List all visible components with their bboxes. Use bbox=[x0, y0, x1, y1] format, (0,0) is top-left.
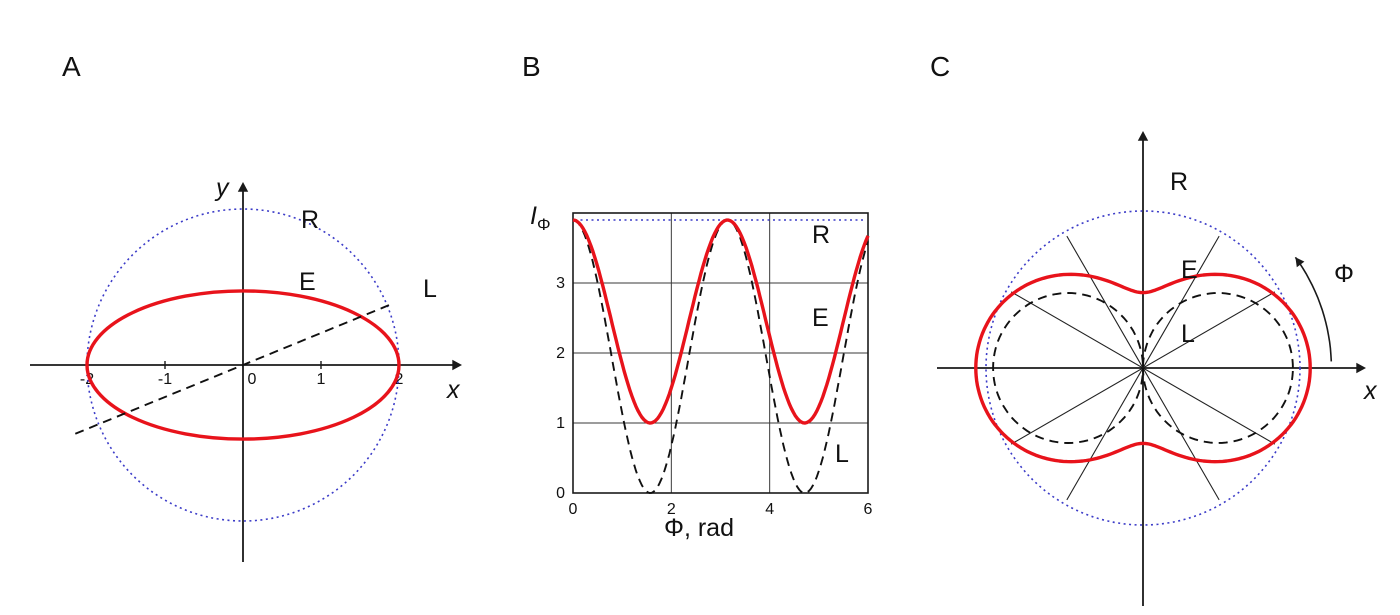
panel-a-y-axis-arrowhead bbox=[237, 182, 249, 192]
panel-b-x-tick-label: 6 bbox=[864, 501, 873, 518]
panel-b-ylabel: IΦ bbox=[530, 202, 551, 234]
panel-c-lobes-L bbox=[992, 292, 1294, 444]
panel-c-x-axis-arrowhead bbox=[1356, 362, 1366, 374]
panel-a-xlabel: x bbox=[446, 376, 461, 404]
panel-b-x-tick-label: 0 bbox=[569, 501, 578, 518]
panel-c-xlabel: x bbox=[1363, 377, 1378, 405]
panel-c-e-label: E bbox=[1181, 256, 1198, 284]
panel-b-y-tick-label: 2 bbox=[556, 345, 565, 362]
panel-b-frame bbox=[572, 212, 869, 494]
panel-c-phi-arc bbox=[1294, 256, 1333, 362]
panel-b-xlabel: Φ, rad bbox=[664, 514, 734, 542]
panel-a-tick-label: -1 bbox=[158, 371, 172, 388]
panel-b-ylabel-main: I bbox=[530, 202, 537, 230]
panel-c-peanut-E bbox=[974, 272, 1312, 464]
panel-c-phi-arrowhead bbox=[1295, 257, 1305, 268]
panel-c-r-label: R bbox=[1170, 168, 1188, 196]
panel-b-x-tick-label: 2 bbox=[667, 501, 676, 518]
panel-c-y-axis-arrowhead bbox=[1137, 131, 1149, 141]
panel-a-l-label: L bbox=[423, 275, 437, 303]
panel-b-x-tick-label: 4 bbox=[765, 501, 774, 518]
panel-a-tick-label: 0 bbox=[248, 371, 257, 388]
panel-b-y-tick-label: 0 bbox=[556, 485, 565, 502]
panel-a-tick-label: 1 bbox=[317, 371, 326, 388]
panel-b-y-tick-label: 1 bbox=[556, 415, 565, 432]
panel-a-label: A bbox=[62, 51, 81, 82]
panel-a-e-label: E bbox=[299, 268, 316, 296]
panel-a-r-label: R bbox=[301, 206, 319, 234]
panel-b-e-label: E bbox=[812, 304, 829, 332]
panel-c-circle-R bbox=[985, 210, 1301, 526]
panel-c-plot bbox=[937, 131, 1366, 606]
panel-b-l-label: L bbox=[835, 440, 849, 468]
panel-b-ylabel-sub: Φ bbox=[537, 215, 551, 234]
panel-a-x-axis-arrowhead bbox=[452, 359, 462, 371]
panel-c-l-label: L bbox=[1181, 320, 1195, 348]
panel-c-phi-label: Φ bbox=[1334, 260, 1354, 288]
panel-b-curve-L bbox=[572, 219, 869, 494]
panel-b-label: B bbox=[522, 51, 541, 82]
panel-b-plot: 0 2 4 6 0 1 2 3 bbox=[556, 212, 873, 518]
panel-a-tick-label: 2 bbox=[395, 371, 404, 388]
panel-c: C R E L x Φ bbox=[930, 51, 1378, 606]
panel-a-line-L bbox=[74, 303, 392, 435]
panel-b-curve-E bbox=[572, 218, 870, 425]
panel-b-y-tick-label: 3 bbox=[556, 275, 565, 292]
panel-a-ylabel: y bbox=[214, 174, 230, 202]
panel-b-r-label: R bbox=[812, 221, 830, 249]
panel-c-label: C bbox=[930, 51, 950, 82]
panel-a-ellipse-E bbox=[85, 289, 401, 441]
panel-b: 0 2 4 6 0 1 2 3 B IΦ Φ, rad R E L bbox=[522, 51, 873, 542]
